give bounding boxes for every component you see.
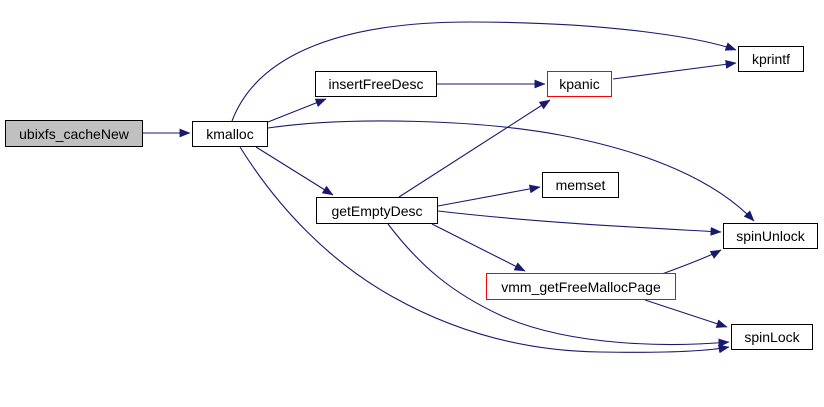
- edge-kmalloc-to-insertFreeDesc: [267, 98, 327, 123]
- node-kprintf[interactable]: kprintf: [738, 46, 804, 72]
- edge-kmalloc-to-kprintf: [231, 21, 737, 122]
- node-spinUnlock[interactable]: spinUnlock: [723, 223, 818, 249]
- node-vmm_getFreeMallocPage[interactable]: vmm_getFreeMallocPage: [486, 273, 676, 300]
- node-kmalloc[interactable]: kmalloc: [192, 121, 268, 147]
- edge-kmalloc-to-getEmptyDesc: [255, 146, 334, 196]
- edge-getEmptyDesc-to-memset: [437, 184, 541, 207]
- edge-vmm_getFreeMallocPage-to-spinLock: [644, 299, 728, 328]
- edge-kmalloc-to-spinUnlock: [267, 120, 755, 222]
- node-ubixfs_cacheNew: ubixfs_cacheNew: [5, 120, 143, 147]
- edge-kpanic-to-kprintf: [612, 59, 737, 80]
- node-insertFreeDesc[interactable]: insertFreeDesc: [315, 71, 437, 97]
- edge-getEmptyDesc-to-spinLock: [387, 223, 730, 348]
- edge-getEmptyDesc-to-vmm_getFreeMallocPage: [431, 223, 526, 272]
- node-spinLock[interactable]: spinLock: [731, 324, 813, 350]
- edge-kmalloc-to-spinLock: [239, 146, 730, 354]
- node-kpanic[interactable]: kpanic: [547, 71, 612, 97]
- node-getEmptyDesc[interactable]: getEmptyDesc: [316, 197, 438, 224]
- edge-getEmptyDesc-to-kpanic: [398, 99, 551, 198]
- edge-getEmptyDesc-to-spinUnlock: [437, 210, 722, 236]
- node-memset[interactable]: memset: [542, 172, 619, 198]
- edge-vmm_getFreeMallocPage-to-spinUnlock: [661, 249, 722, 275]
